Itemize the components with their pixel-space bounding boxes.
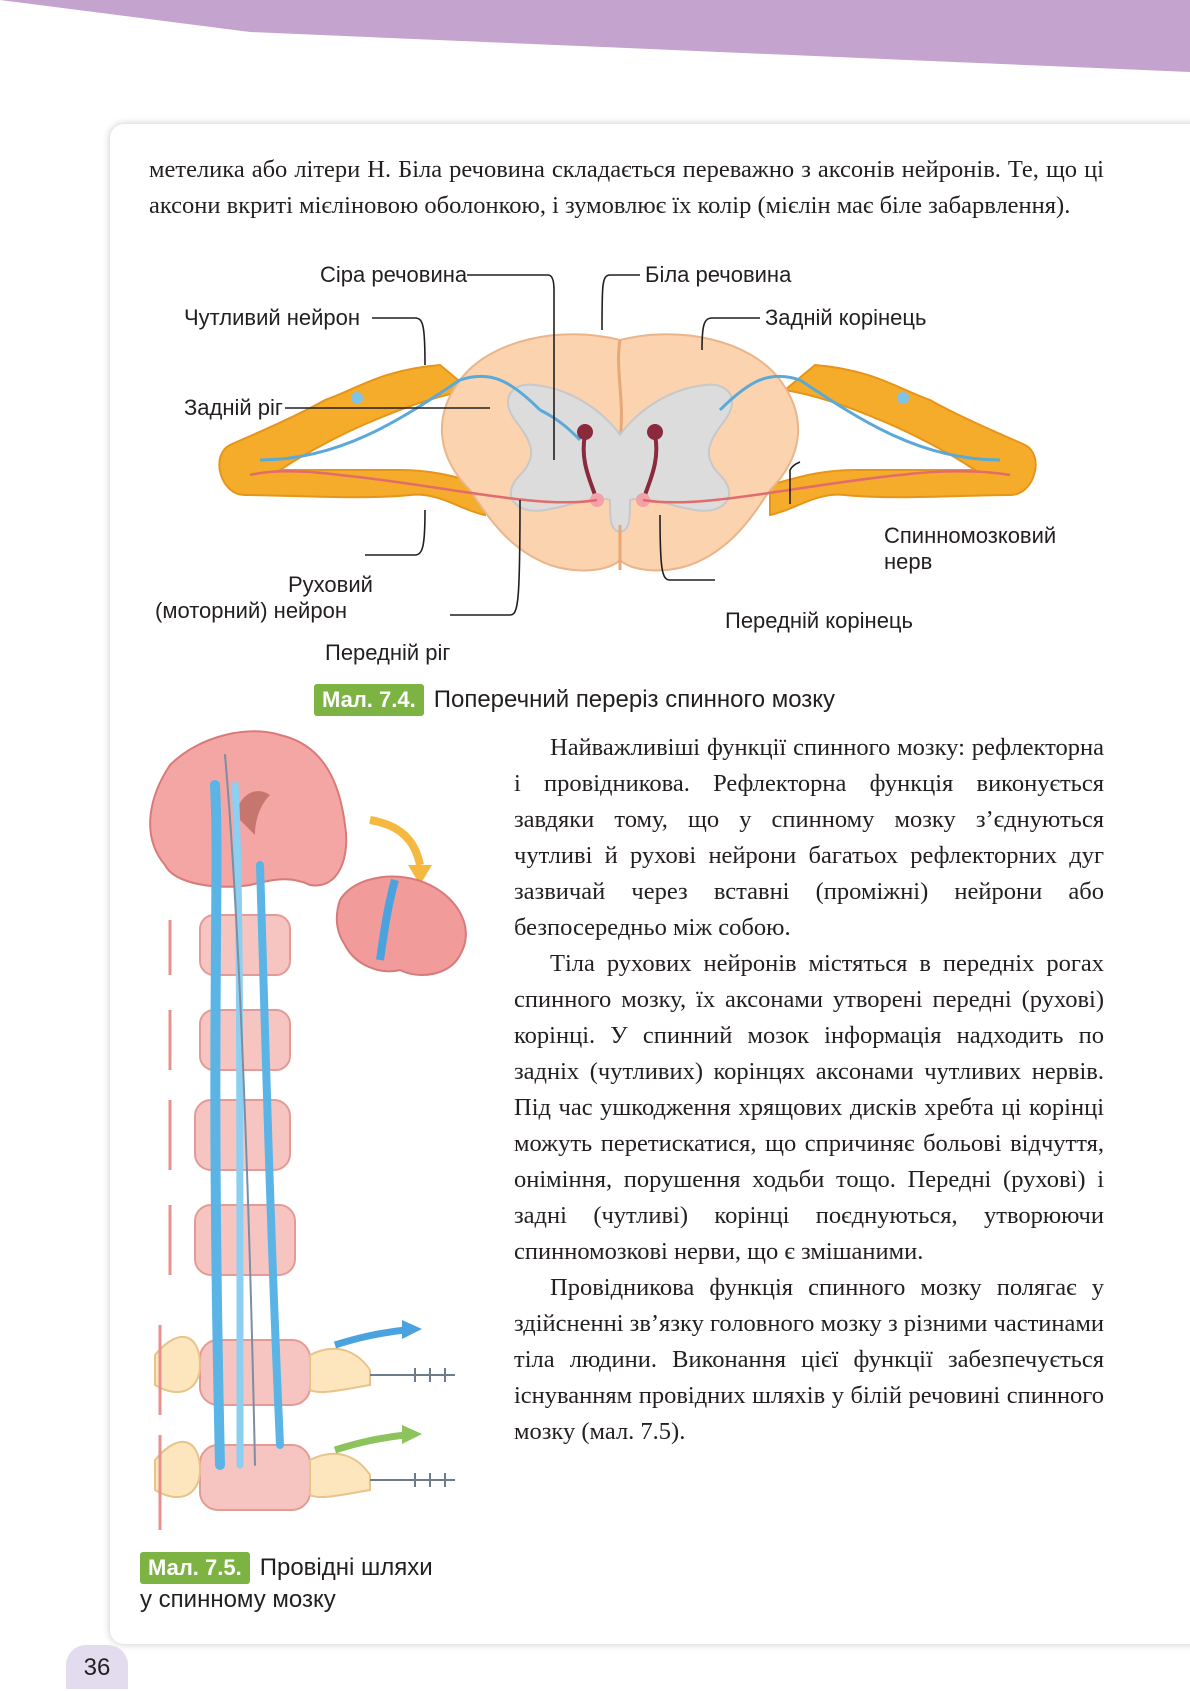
label-gray-matter: Сіра речовина xyxy=(320,262,468,287)
figure-7-4-caption-text: Поперечний переріз спинного мозку xyxy=(433,686,836,713)
label-motor-neuron-line2: (моторний) нейрон xyxy=(155,598,347,623)
label-sensory-neuron: Чутливий нейрон xyxy=(184,305,361,330)
label-motor-neuron-line1: Руховий xyxy=(288,572,373,597)
figure-7-5-caption: Мал. 7.5. Провідні шляхи у спинному мозку xyxy=(140,1552,500,1615)
intro-paragraph: метелика або літери Н. Біла речовина скл… xyxy=(149,156,1104,219)
main-text-column: Найважливіші функції спинного мозку: реф… xyxy=(514,730,1104,1450)
motor-neuron-axons xyxy=(249,470,1011,504)
figure-7-4-badge: Мал. 7.4. xyxy=(314,684,424,716)
label-spinal-nerve-line2: нерв xyxy=(884,549,933,574)
label-ventral-root: Передній корінець xyxy=(725,608,913,633)
interneurons xyxy=(581,434,659,496)
sensory-neuron-left xyxy=(259,374,582,462)
figure-conduction-pathways xyxy=(140,725,480,1555)
label-dorsal-root: Задній корінець xyxy=(765,305,927,330)
pathways-illustration xyxy=(149,730,467,1530)
peripheral-nerves xyxy=(370,1368,455,1487)
nerve-wings xyxy=(154,1335,371,1499)
leader-lines xyxy=(285,274,801,616)
paragraph-motor-neurons: Тіла рухових нейронів містяться в передн… xyxy=(514,950,1104,1265)
figure-7-4-caption: Мал. 7.4. Поперечний переріз спинного моз… xyxy=(314,684,835,716)
paragraph-conduction: Провідникова функція спинного мозку поля… xyxy=(514,1274,1104,1445)
label-dorsal-horn: Задній ріг xyxy=(184,395,283,420)
paragraph-functions: Найважливіші функції спинного мозку: реф… xyxy=(514,734,1104,941)
spinal-cord-illustration xyxy=(218,274,1037,616)
figure-7-5-badge: Мал. 7.5. xyxy=(140,1552,250,1584)
figure-7-5-caption-line2: у спинному мозку xyxy=(140,1586,336,1613)
label-ventral-horn: Передній ріг xyxy=(325,640,451,665)
label-white-matter: Біла речовина xyxy=(645,262,792,287)
label-spinal-nerve-line1: Спинномозковий xyxy=(884,523,1057,548)
sensory-neuron-right xyxy=(718,374,1001,462)
figure-7-5-caption-line1: Провідні шляхи xyxy=(259,1554,433,1581)
pathway-tracts xyxy=(210,754,284,1470)
figure-spinal-cord-cross-section: Сіра речовина Біла речовина Чутливий ней… xyxy=(140,262,1120,670)
vertical-level-arrows xyxy=(158,920,172,1530)
top-accent-band xyxy=(0,0,1190,72)
brain-side-view xyxy=(335,875,467,976)
page-number: 36 xyxy=(66,1645,128,1689)
